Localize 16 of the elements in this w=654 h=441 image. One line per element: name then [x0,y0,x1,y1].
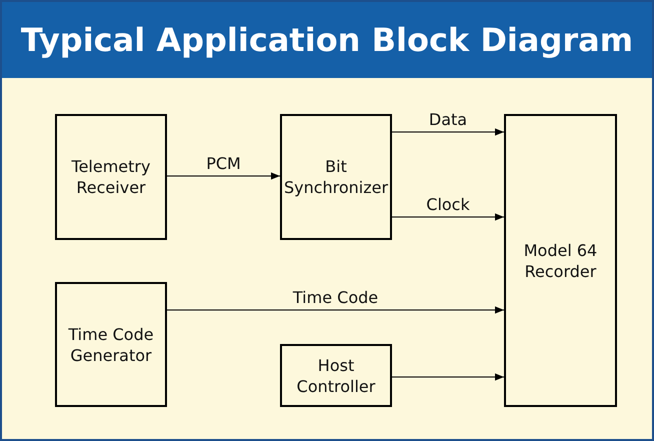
arrow [166,172,280,180]
arrow [166,306,504,314]
block-label: Bit Synchronizer [282,156,390,198]
block-label: Model 64 Recorder [522,240,598,282]
title-banner: Typical Application Block Diagram [2,2,652,78]
arrow [392,213,504,221]
arrow [392,373,504,381]
block-box [504,114,617,407]
block-label: Telemetry Receiver [70,156,152,198]
block-box [55,282,167,407]
block-label: Host Controller [296,354,376,396]
block-box [55,114,167,240]
block-box [280,114,392,240]
block-box [280,344,392,407]
block-label: Time Code Generator [67,324,155,366]
arrow [392,128,504,136]
